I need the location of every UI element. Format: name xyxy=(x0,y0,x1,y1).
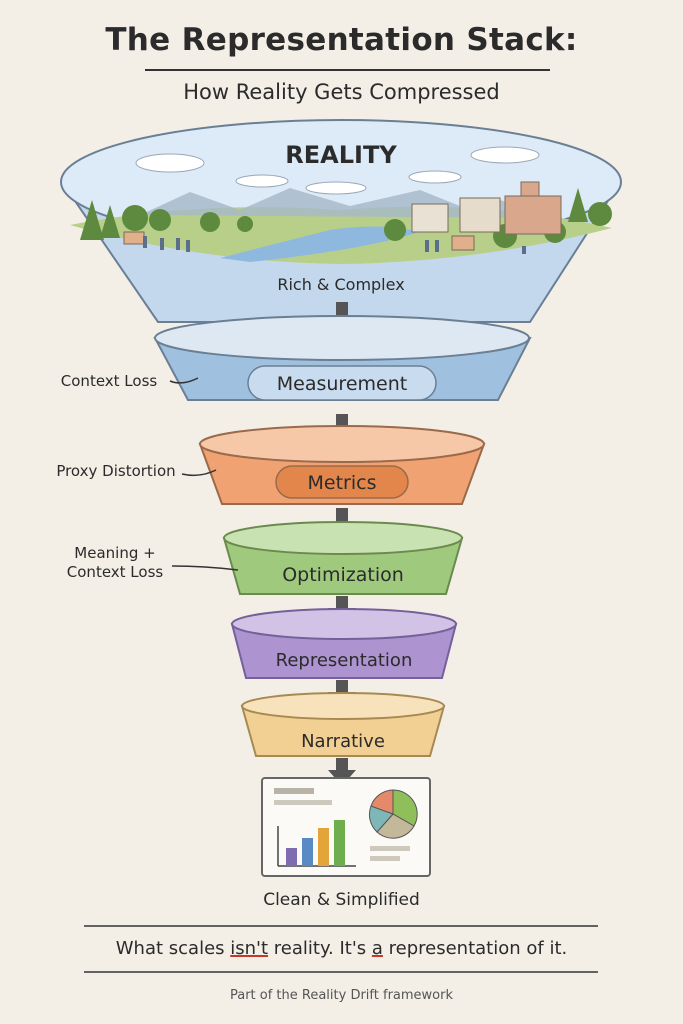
connector-meaning-loss xyxy=(171,565,239,571)
credit-line: Part of the Reality Drift framework xyxy=(229,988,454,1003)
layer-representation: Representation xyxy=(230,608,458,679)
footer-statement: What scales isn't reality. It's a repres… xyxy=(0,938,683,959)
side-label-proxy-distortion: Proxy Distortion xyxy=(56,462,176,480)
layer-label: Narrative xyxy=(301,731,385,752)
bottom-caption: Clean & Simplified xyxy=(263,890,420,910)
layer-measurement: Measurement xyxy=(153,315,532,401)
side-label-context-loss: Context Loss xyxy=(60,372,158,390)
connector-proxy-distortion xyxy=(181,469,217,477)
footer-part-4: a xyxy=(371,938,383,959)
side-label-meaning-line2: Context Loss xyxy=(66,563,164,581)
reality-label: REALITY xyxy=(285,141,397,169)
footer-part-1: What scales xyxy=(115,938,231,959)
layer-label: Representation xyxy=(276,650,413,671)
reality-funnel xyxy=(60,119,622,323)
footer-part-3: reality. It's xyxy=(268,938,372,959)
layer-narrative: Narrative xyxy=(240,692,446,757)
layer-measurement-pill xyxy=(247,365,437,401)
layer-label: Metrics xyxy=(308,472,377,494)
dashboard-card-icon xyxy=(261,777,431,877)
title-rule xyxy=(145,69,550,71)
footer-part-2: isn't xyxy=(230,938,269,959)
layer-label: Measurement xyxy=(277,373,407,395)
reality-caption: Rich & Complex xyxy=(277,275,404,294)
connector-context-loss xyxy=(169,377,199,384)
side-label-meaning-line1: Meaning + xyxy=(74,544,156,562)
layer-optimization: Optimization xyxy=(222,521,464,595)
side-label-meaning-loss: Meaning + Context Loss xyxy=(56,544,174,582)
footer-part-5: representation of it. xyxy=(382,938,568,959)
page-subtitle: How Reality Gets Compressed xyxy=(183,80,500,104)
layer-metrics: Metrics xyxy=(198,425,486,505)
page-title: The Representation Stack: xyxy=(105,22,578,58)
layer-label: Optimization xyxy=(282,564,404,586)
